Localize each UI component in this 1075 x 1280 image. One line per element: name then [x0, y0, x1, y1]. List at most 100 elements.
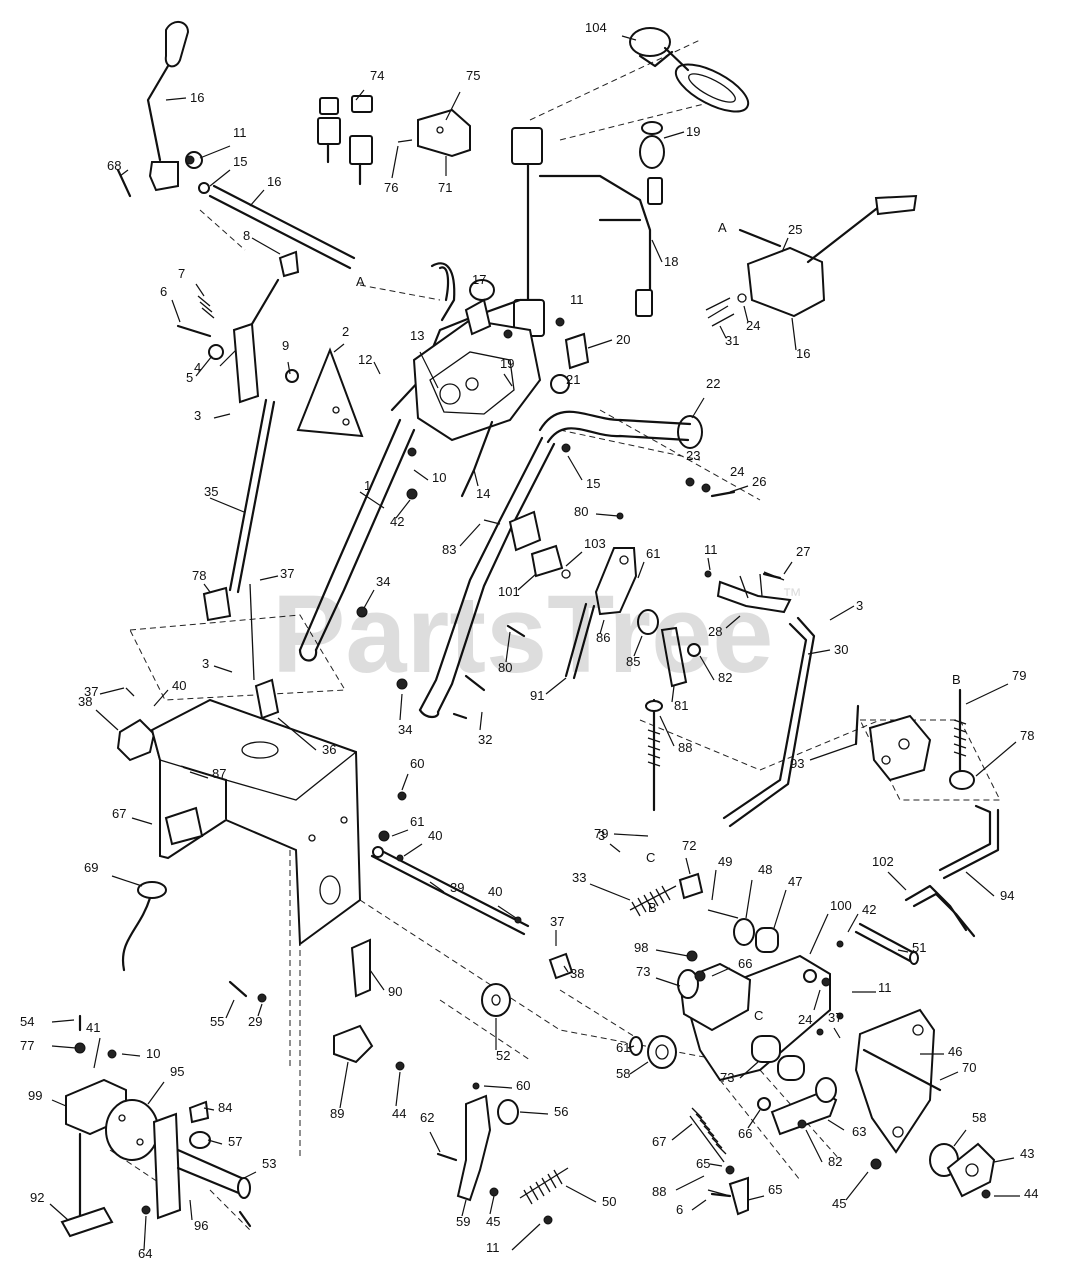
callout-label-c1: 1	[364, 478, 371, 493]
leader-line-c24a	[743, 305, 749, 323]
callout-label-c27: 27	[796, 544, 810, 559]
leader-line-c43	[993, 1157, 1015, 1163]
pivot-bracket	[176, 278, 280, 404]
callout-label-c24b: 24	[730, 464, 744, 479]
leader-line-c99	[51, 1099, 67, 1107]
callout-label-c92: 92	[30, 1190, 44, 1205]
adjuster-bracket	[854, 704, 932, 782]
leader-line-c81	[671, 685, 675, 703]
leader-line-c51	[897, 949, 909, 953]
callout-label-c52: 52	[496, 1048, 510, 1063]
leader-line-c38a	[95, 709, 119, 731]
leader-line-c20	[587, 339, 613, 349]
callout-label-c37b: 37	[84, 684, 98, 699]
callout-label-c34a: 34	[376, 574, 390, 589]
l-rod	[938, 804, 1000, 880]
callout-label-c53: 53	[262, 1156, 276, 1171]
leader-line-c61b	[391, 829, 409, 837]
callout-label-c38a: 38	[78, 694, 92, 709]
leader-line-c91	[545, 677, 567, 695]
callout-label-c2: 2	[342, 324, 349, 339]
watermark: PartsTree	[272, 573, 773, 696]
extension-spring-lower	[689, 1097, 771, 1216]
leader-line-c15a	[209, 169, 231, 187]
spring-rod-right	[949, 688, 975, 790]
leader-line-c62	[429, 1131, 441, 1153]
callout-label-c37a: 37	[280, 566, 294, 581]
leader-line-c40b	[403, 843, 423, 857]
callout-label-c7: 7	[178, 266, 185, 281]
callout-label-cB1: B	[952, 672, 961, 687]
callout-label-c28: 28	[708, 624, 722, 639]
callout-label-c49: 49	[718, 854, 732, 869]
leader-line-c22	[691, 397, 705, 419]
callout-label-c11b: 11	[570, 292, 584, 307]
leader-line-c72	[685, 857, 691, 875]
leader-line-c34a	[363, 589, 375, 609]
leader-line-c16b	[249, 189, 265, 207]
callout-label-c44a: 44	[392, 1106, 406, 1121]
leader-line-c94	[965, 871, 995, 897]
callout-label-c101: 101	[498, 584, 520, 599]
callout-label-c77: 77	[20, 1038, 34, 1053]
leader-line-c18	[651, 239, 663, 263]
callout-label-c63: 63	[852, 1124, 866, 1139]
leader-line-c103	[565, 551, 583, 567]
callout-label-c60a: 60	[410, 756, 424, 771]
callout-label-c3c: 3	[202, 656, 209, 671]
callout-label-c3a: 3	[194, 408, 201, 423]
handle-tube	[418, 410, 692, 719]
callout-label-c58b: 58	[972, 1110, 986, 1125]
callout-label-c45b: 45	[832, 1196, 846, 1211]
callout-label-c68: 68	[107, 158, 121, 173]
cross-shaft	[185, 151, 356, 278]
leader-line-c96	[189, 1199, 193, 1221]
callout-label-c61a: 61	[646, 546, 660, 561]
callout-leader-lines	[49, 35, 1020, 1251]
callout-label-c87: 87	[212, 766, 226, 781]
leader-line-c35	[209, 497, 245, 513]
leader-line-c63	[827, 1119, 845, 1131]
callout-label-c103: 103	[584, 536, 606, 551]
leader-line-c79a	[965, 683, 1009, 705]
small-bracket	[333, 938, 374, 1064]
callout-label-c74: 74	[370, 68, 384, 83]
leader-line-c79b	[613, 833, 649, 837]
leader-line-c58a	[629, 1061, 649, 1075]
bent-rod	[904, 884, 976, 938]
callout-label-c55: 55	[210, 1014, 224, 1029]
callout-label-c8: 8	[243, 228, 250, 243]
leader-line-c11e	[511, 1223, 541, 1251]
callout-label-c47: 47	[788, 874, 802, 889]
callout-label-c40b: 40	[428, 828, 442, 843]
leader-line-c55	[225, 999, 235, 1019]
leader-line-c73a	[655, 977, 681, 987]
callout-label-c82a: 82	[718, 670, 732, 685]
leader-line-c30	[807, 649, 831, 655]
callout-label-c72: 72	[682, 838, 696, 853]
callout-label-c16a: 16	[190, 90, 204, 105]
leader-line-c82a	[699, 655, 715, 681]
callout-label-c82b: 82	[828, 1154, 842, 1169]
leader-line-c56	[519, 1111, 549, 1115]
leader-line-c19a	[663, 131, 685, 139]
bushings	[707, 909, 779, 953]
upper-control-housing	[412, 318, 542, 498]
leader-line-c11c	[707, 557, 711, 571]
leader-line-c41	[93, 1037, 101, 1069]
callout-label-c51: 51	[912, 940, 926, 955]
callout-label-c69: 69	[84, 860, 98, 875]
leader-line-c36	[277, 717, 317, 751]
switch-bracket	[397, 108, 471, 158]
cable-with-ball-end	[121, 881, 167, 972]
callout-label-c43: 43	[1020, 1146, 1034, 1161]
leader-line-c45b	[845, 1171, 869, 1201]
callout-label-c25: 25	[788, 222, 802, 237]
callout-label-c15b: 15	[586, 476, 600, 491]
callout-label-c29: 29	[248, 1014, 262, 1029]
leader-line-c37a	[259, 575, 279, 581]
callout-label-c18: 18	[664, 254, 678, 269]
callout-label-c40a: 40	[172, 678, 186, 693]
idler-arm	[770, 1077, 838, 1136]
